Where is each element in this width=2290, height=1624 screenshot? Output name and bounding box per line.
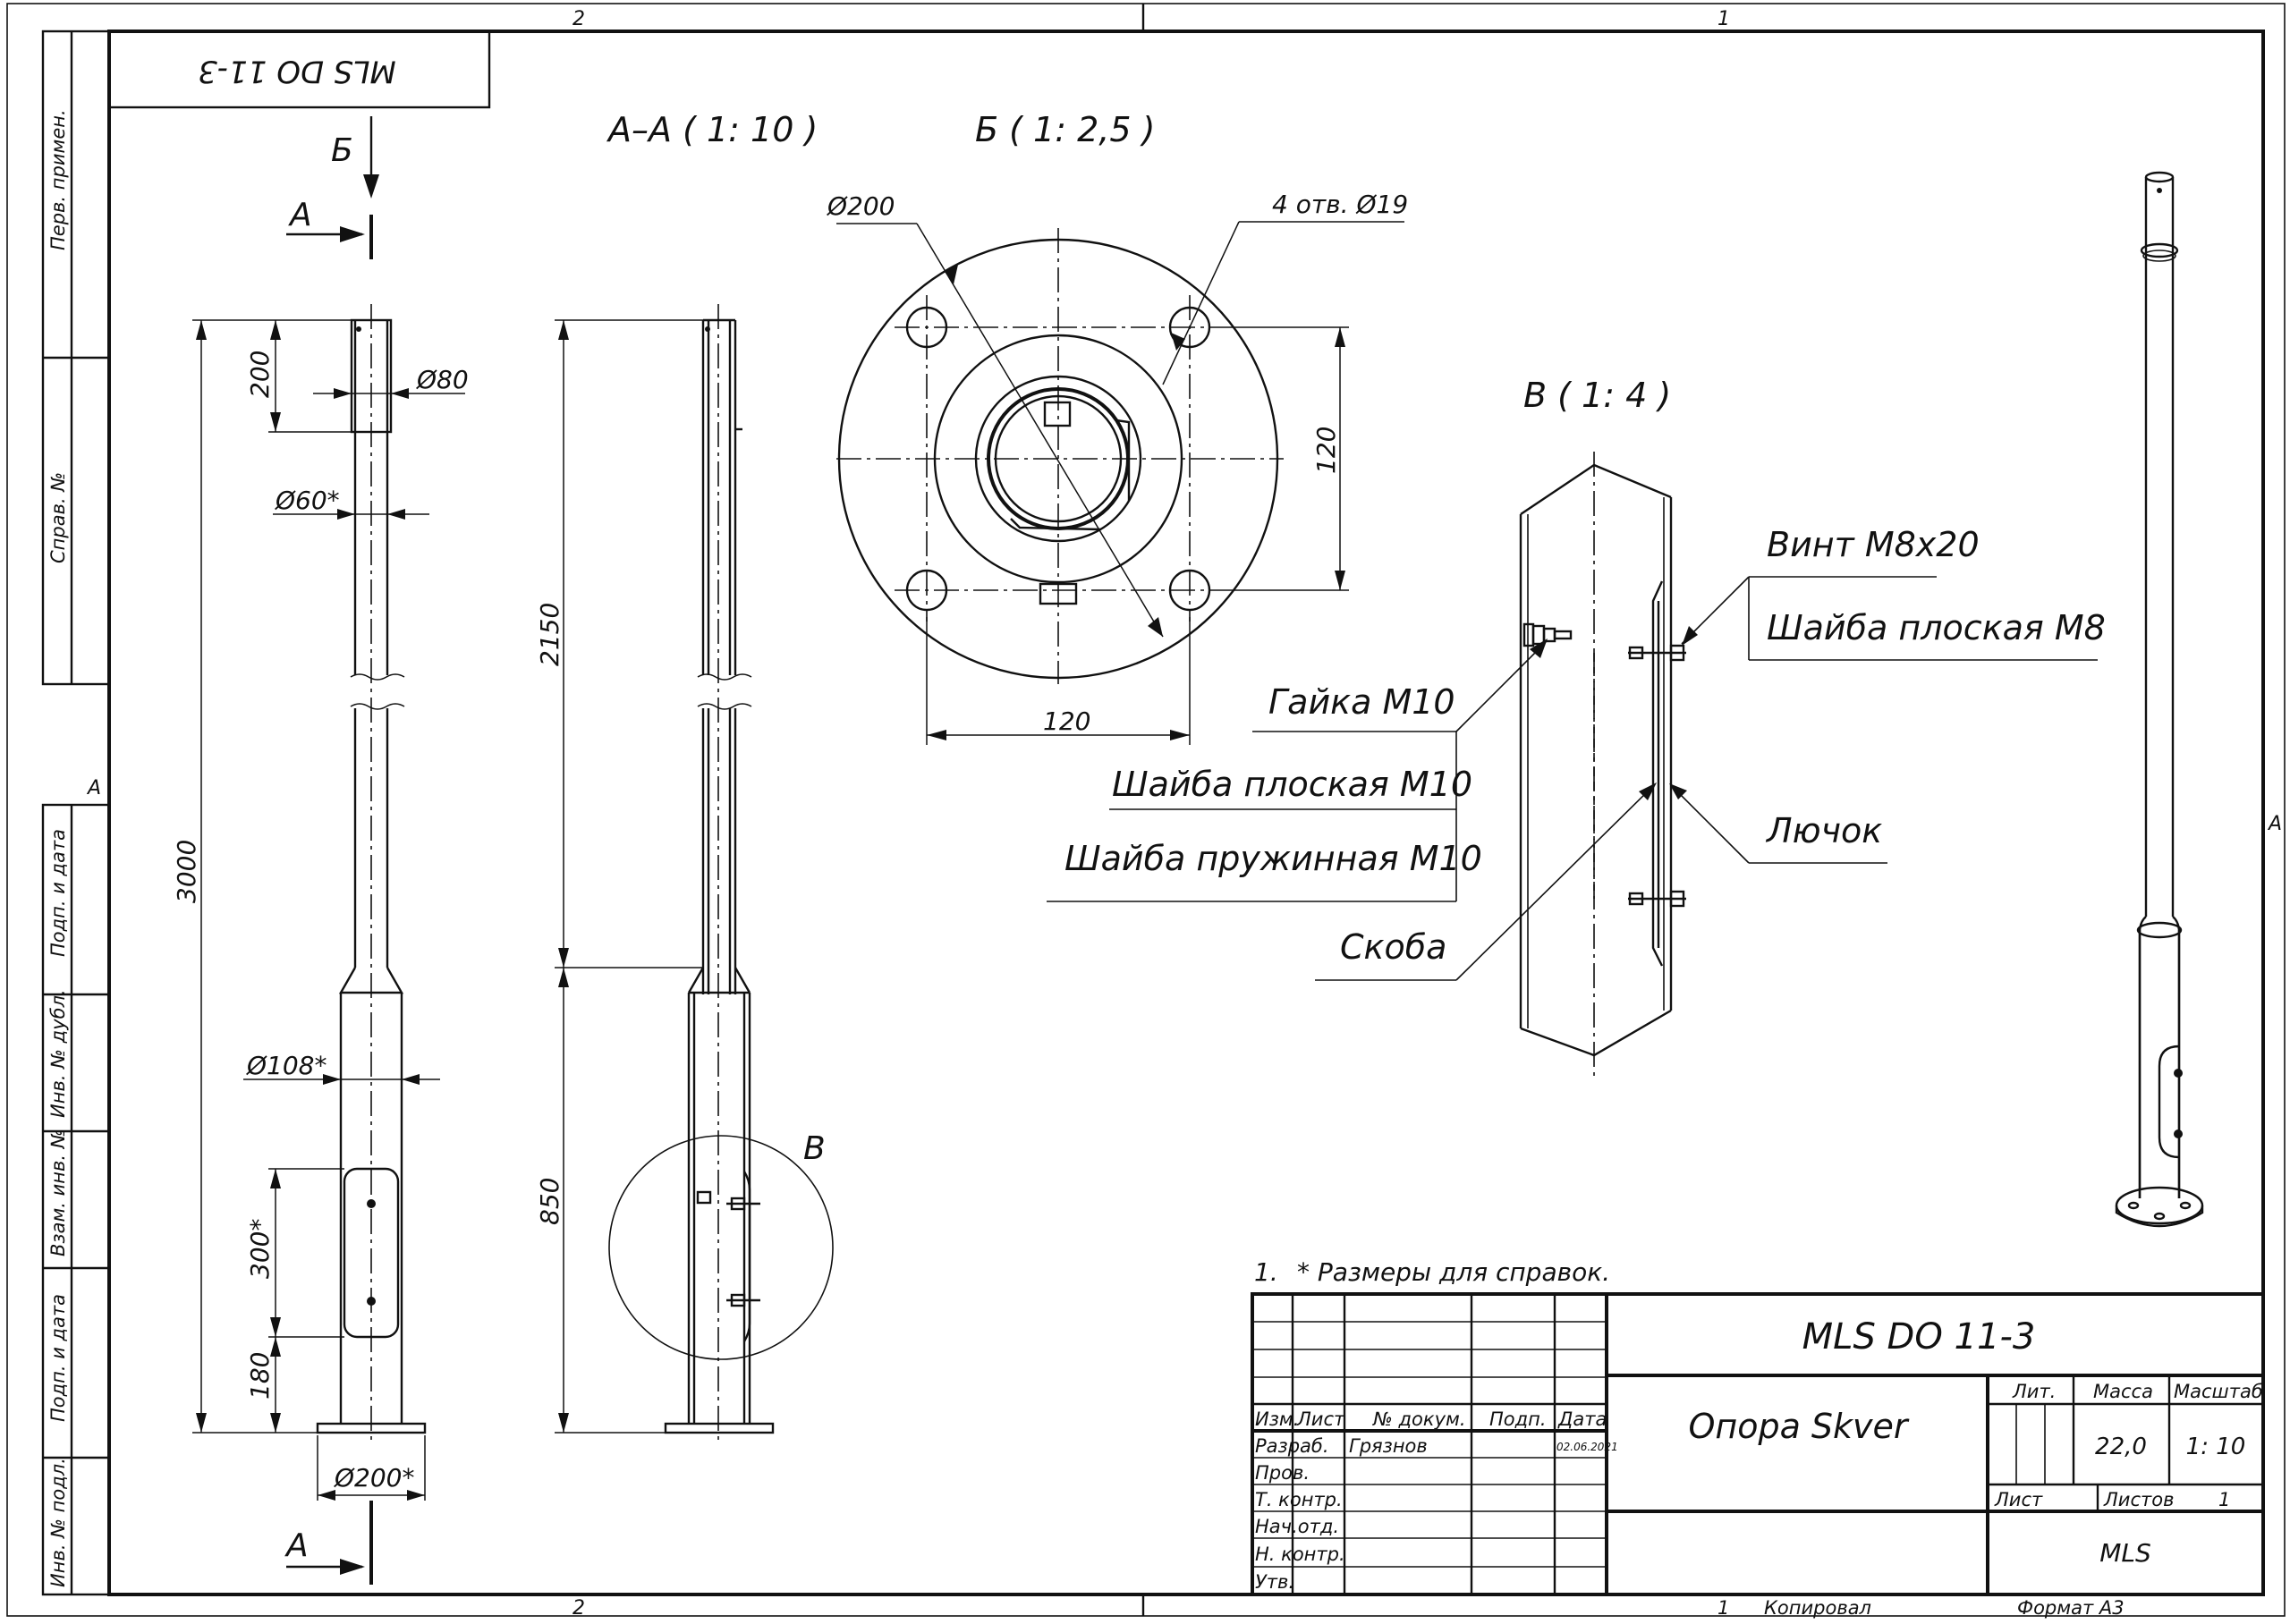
tb-lit-label: Лит. — [2012, 1381, 2056, 1402]
dim-3000: 3000 — [172, 840, 201, 903]
footer-copied: Копировал — [1764, 1597, 1871, 1619]
flange-dimensions — [836, 221, 1404, 745]
dim-holes: 4 отв. Ø19 — [1272, 190, 1408, 219]
zone-right-mid: A — [2267, 813, 2282, 835]
stamp-first-use: Перв. примен. — [47, 109, 69, 250]
dim-120-vertical: 120 — [1311, 427, 1341, 474]
tb-product-name: Опора Skver — [1688, 1407, 1909, 1446]
tb-sheets: 1 — [2218, 1489, 2230, 1510]
tb-role-dept-head: Нач.отд. — [1255, 1516, 1339, 1537]
dim-d108: Ø108* — [246, 1051, 327, 1080]
title-view-b: Б ( 1: 2,5 ) — [975, 110, 1155, 149]
tb-developer-name: Грязнов — [1349, 1435, 1428, 1457]
tb-mass: 22,0 — [2095, 1434, 2147, 1460]
tb-role-norm-control: Н. контр. — [1255, 1544, 1345, 1565]
tb-hdr-change: Изм. — [1255, 1408, 1299, 1430]
callout-washer-m10: Шайба плоская М10 — [1112, 765, 1472, 804]
title-section-aa: А–А ( 1: 10 ) — [606, 110, 818, 149]
callout-screw: Винт М8х20 — [1767, 525, 1980, 564]
tb-mass-label: Масса — [2093, 1381, 2153, 1402]
tb-org: MLS — [2099, 1538, 2151, 1568]
dim-d80: Ø80 — [416, 365, 469, 394]
dim-2150: 2150 — [535, 603, 564, 666]
zone-bottom-left: 2 — [572, 1597, 585, 1620]
side-stamp — [41, 30, 111, 1596]
tb-hdr-docnum: № докум. — [1372, 1408, 1466, 1430]
pole-front-view — [316, 304, 427, 1442]
front-view-dimensions — [192, 319, 465, 1501]
stamp-dup-inv: Инв. № дубл. — [47, 989, 69, 1118]
dim-flange-d200: Ø200 — [827, 191, 895, 221]
stamp-ref-no: Справ. № — [47, 472, 69, 563]
callout-hatch: Лючок — [1765, 811, 1882, 850]
callout-bracket: Скоба — [1340, 927, 1446, 967]
title-block-grid — [1251, 1292, 2265, 1596]
callout-nut: Гайка М10 — [1268, 682, 1455, 722]
tb-date: 02.06.2021 — [1556, 1441, 1618, 1453]
section-markers — [286, 116, 379, 1585]
tb-hdr-date: Дата — [1557, 1408, 1607, 1430]
tb-role-developer: Разраб. — [1255, 1435, 1329, 1457]
note-text: * Размеры для справок. — [1297, 1257, 1610, 1287]
dim-d200-star: Ø200* — [334, 1463, 414, 1493]
zone-top-left: 2 — [572, 8, 585, 30]
zone-top-right: 1 — [1718, 8, 1730, 30]
callout-washer-m8: Шайба плоская М8 — [1767, 608, 2106, 647]
stamp-repl-inv: Взам. инв. № — [47, 1129, 69, 1256]
tb-role-tech-control: Т. контр. — [1255, 1489, 1343, 1510]
dim-850: 850 — [535, 1178, 564, 1225]
callout-leaders — [1047, 576, 2098, 981]
tb-designation: MLS DO 11-3 — [1802, 1316, 2036, 1358]
note-number: 1. — [1254, 1257, 1278, 1287]
arrow-label-b: Б — [331, 132, 353, 169]
title-view-v: В ( 1: 4 ) — [1523, 376, 1671, 415]
tb-scale: 1: 10 — [2186, 1434, 2246, 1460]
dim-120-horizontal: 120 — [1043, 706, 1090, 736]
detail-circle-label: В — [803, 1130, 826, 1167]
tb-sheet-label: Лист — [1994, 1489, 2043, 1510]
dim-200: 200 — [245, 351, 275, 398]
tb-sheets-label: Листов — [2103, 1489, 2174, 1510]
rotated-designation: MLS DO 11-3 — [198, 54, 396, 89]
rotated-designation-box — [107, 30, 491, 109]
tb-hdr-sheet: Лист — [1296, 1408, 1345, 1430]
dim-d60: Ø60* — [275, 486, 340, 515]
footer-copied-num: 1 — [1718, 1597, 1729, 1619]
tb-hdr-sign: Подп. — [1489, 1408, 1547, 1430]
stamp-sign-date-1: Подп. и дата — [47, 829, 69, 957]
tb-role-approved: Утв. — [1255, 1571, 1294, 1593]
stamp-orig-inv: Инв. № подл. — [47, 1458, 69, 1587]
section-aa-view — [608, 304, 834, 1442]
tb-role-checked: Пров. — [1255, 1462, 1310, 1484]
dim-300: 300* — [245, 1219, 275, 1279]
section-aa-dimensions — [555, 319, 703, 1434]
callout-spring-washer: Шайба пружинная М10 — [1064, 839, 1482, 878]
tb-scale-label: Масштаб — [2174, 1381, 2263, 1402]
pole-3d-sketch — [2115, 171, 2204, 1228]
arrow-label-a-top: А — [288, 197, 312, 233]
flange-view — [836, 228, 1284, 684]
zone-left-mid: A — [86, 777, 101, 799]
detail-v-view — [1519, 452, 1686, 1078]
stamp-sign-date-2: Подп. и дата — [47, 1294, 69, 1422]
arrow-label-a-bottom: А — [284, 1527, 309, 1564]
dim-180: 180 — [245, 1352, 275, 1400]
footer-format: Формат А3 — [2017, 1597, 2125, 1619]
